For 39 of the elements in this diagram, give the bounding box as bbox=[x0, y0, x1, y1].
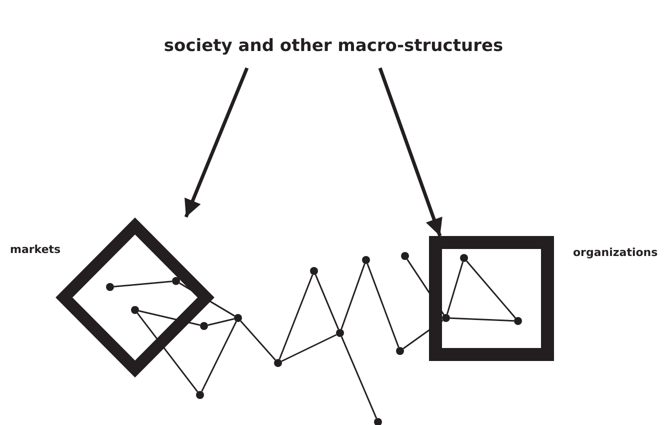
connector-line bbox=[278, 274, 314, 360]
connector-line bbox=[201, 321, 237, 392]
connector-line bbox=[240, 320, 276, 360]
network-node bbox=[374, 418, 382, 425]
group-label: organizations bbox=[573, 246, 658, 259]
connector-line bbox=[446, 262, 464, 314]
connector-line bbox=[450, 317, 514, 322]
network-node bbox=[274, 359, 282, 367]
connector-line bbox=[402, 320, 444, 350]
heading: society and other macro-structures bbox=[162, 36, 504, 56]
network-node bbox=[336, 329, 344, 337]
network-node bbox=[396, 347, 404, 355]
network-node bbox=[401, 252, 409, 260]
network-node bbox=[200, 322, 208, 330]
arrow bbox=[378, 67, 442, 237]
network-node bbox=[460, 254, 468, 262]
connector-line bbox=[138, 310, 200, 326]
network-node bbox=[234, 314, 242, 322]
network-node bbox=[442, 314, 450, 322]
connector-line bbox=[179, 282, 235, 317]
network-node bbox=[310, 267, 318, 275]
group-label: markets bbox=[10, 243, 61, 256]
arrow bbox=[184, 67, 249, 218]
connector-line bbox=[314, 274, 340, 330]
connector-line bbox=[208, 318, 234, 326]
connector-line bbox=[136, 312, 198, 392]
connector-line bbox=[340, 336, 378, 419]
connector-line bbox=[406, 258, 444, 316]
network-node bbox=[172, 277, 180, 285]
network-node bbox=[362, 256, 370, 264]
connector-line bbox=[281, 334, 337, 362]
network-node bbox=[131, 306, 139, 314]
network-node bbox=[106, 283, 114, 291]
network-node bbox=[196, 391, 204, 399]
connector-line bbox=[340, 264, 366, 330]
connector-line bbox=[114, 280, 172, 288]
connector-line bbox=[366, 263, 400, 348]
network-node bbox=[514, 317, 522, 325]
connector-line bbox=[466, 260, 516, 318]
